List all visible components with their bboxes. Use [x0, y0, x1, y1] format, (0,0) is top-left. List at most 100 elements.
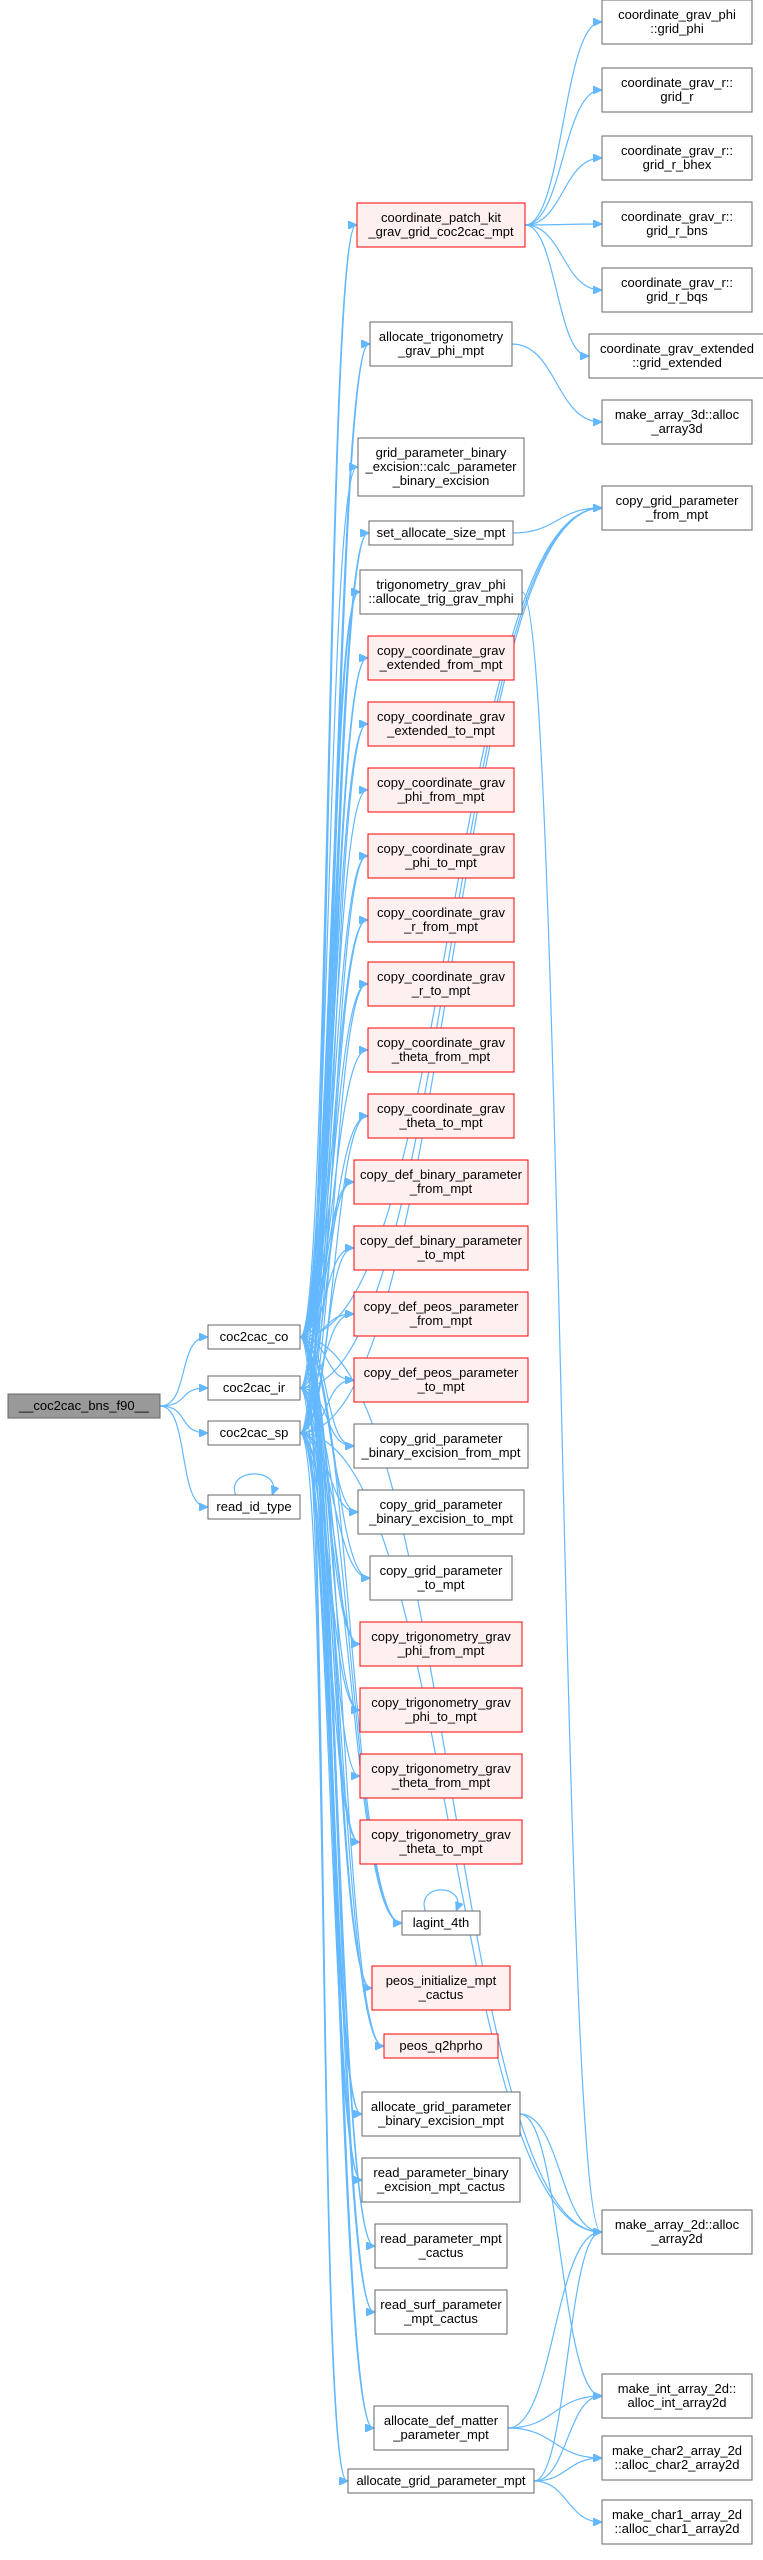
call-edge-agp-mc2a [533, 2458, 601, 2482]
function-node-ccgpf[interactable]: copy_coordinate_grav_phi_from_mpt [367, 767, 515, 813]
function-node-mc1a[interactable]: make_char1_array_2d::alloc_char1_array2d [601, 2499, 753, 2545]
function-node-cdppt[interactable]: copy_def_peos_parameter_to_mpt [353, 1357, 529, 1403]
node-label-line: grid_r [660, 89, 694, 104]
node-label-line: _from_mpt [409, 1181, 473, 1196]
call-edge-coc2cac_ir-rpmc [299, 1387, 374, 2246]
function-node-ccgrf[interactable]: copy_coordinate_grav_r_from_mpt [367, 897, 515, 943]
node-box [368, 520, 514, 546]
call-edge-agp-mc1a [533, 2480, 601, 2522]
node-label-line: coc2cac_co [220, 1329, 289, 1344]
function-node-agp[interactable]: allocate_grid_parameter_mpt [347, 2468, 535, 2494]
function-node-cgrbqs[interactable]: coordinate_grav_r::grid_r_bqs [601, 267, 753, 313]
function-node-ma2d[interactable]: make_array_2d::alloc_array2d [601, 2209, 753, 2255]
node-label-line: copy_coordinate_grav [377, 841, 505, 856]
function-node-tgp[interactable]: trigonometry_grav_phi::allocate_trig_gra… [359, 569, 523, 615]
function-node-cgpf[interactable]: copy_grid_parameter_from_mpt [601, 485, 753, 531]
function-node-cgr[interactable]: coordinate_grav_r::grid_r [601, 67, 753, 113]
function-node-ccgef[interactable]: copy_coordinate_grav_extended_from_mpt [367, 635, 515, 681]
function-node-ccget[interactable]: copy_coordinate_grav_extended_to_mpt [367, 701, 515, 747]
function-node-cdbpf[interactable]: copy_def_binary_parameter_from_mpt [353, 1159, 529, 1205]
node-box [207, 1420, 301, 1446]
call-edge-coc2cac_sp-ctgtt [299, 1432, 359, 1842]
function-node-read_id_type[interactable]: read_id_type [207, 1494, 301, 1520]
node-label-line: _from_mpt [409, 1313, 473, 1328]
node-box [207, 1494, 301, 1520]
node-label-line: _array2d [650, 2231, 702, 2246]
function-node-cgrbhex[interactable]: coordinate_grav_r::grid_r_bhex [601, 135, 753, 181]
function-node-mc2a[interactable]: make_char2_array_2d::alloc_char2_array2d [601, 2435, 753, 2481]
call-edge-cpk-cgrbns [524, 224, 601, 225]
node-label-line: grid_r_bhex [643, 157, 712, 172]
node-box [601, 0, 753, 45]
call-edge-coc2cac_sp-agp [299, 1432, 347, 2481]
function-node-coc2cac_sp[interactable]: coc2cac_sp [207, 1420, 301, 1446]
node-label-line: copy_trigonometry_grav [371, 1761, 511, 1776]
function-node-rspm[interactable]: read_surf_parameter_mpt_cactus [374, 2289, 508, 2335]
node-box [359, 1819, 523, 1865]
function-node-cgrbns[interactable]: coordinate_grav_r::grid_r_bns [601, 201, 753, 247]
node-label-line: ::alloc_char1_array2d [614, 2521, 739, 2536]
node-label-line: make_char2_array_2d [612, 2443, 742, 2458]
node-label-line: _to_mpt [417, 1247, 465, 1262]
function-node-ccgtt[interactable]: copy_coordinate_grav_theta_to_mpt [367, 1093, 515, 1139]
function-node-mia2d[interactable]: make_int_array_2d::alloc_int_array2d [601, 2373, 753, 2419]
node-label-line: read_surf_parameter [380, 2297, 502, 2312]
node-box [601, 2435, 753, 2481]
call-edge-atgp-ma3d [511, 343, 601, 422]
call-edge-coc2cac_sp-lagint [299, 1432, 401, 1923]
call-edge-root-read_id_type [159, 1405, 207, 1507]
function-node-cgphi[interactable]: coordinate_grav_phi::grid_phi [601, 0, 753, 45]
function-node-ccgtf[interactable]: copy_coordinate_grav_theta_from_mpt [367, 1027, 515, 1073]
node-box [601, 135, 753, 181]
function-node-lagint[interactable]: lagint_4th [401, 1910, 481, 1936]
function-node-cgpt[interactable]: copy_grid_parameter_to_mpt [369, 1555, 513, 1601]
function-node-ctgpt[interactable]: copy_trigonometry_grav_phi_to_mpt [359, 1687, 523, 1733]
function-node-pimc[interactable]: peos_initialize_mpt_cactus [371, 1965, 511, 2011]
call-edge-coc2cac_sp-pq2 [299, 1432, 383, 2046]
node-label-line: copy_coordinate_grav [377, 905, 505, 920]
function-node-adm[interactable]: allocate_def_matter_parameter_mpt [373, 2405, 509, 2451]
node-label-line: peos_q2hprho [399, 2038, 482, 2053]
function-node-cdbpt[interactable]: copy_def_binary_parameter_to_mpt [353, 1225, 529, 1271]
node-box [373, 2405, 509, 2451]
function-node-ctgtt[interactable]: copy_trigonometry_grav_theta_to_mpt [359, 1819, 523, 1865]
call-edge-coc2cac_sp-sasm [299, 533, 368, 1434]
call-edge-cpk-cgr [524, 90, 601, 226]
function-node-ctgpf[interactable]: copy_trigonometry_grav_phi_from_mpt [359, 1621, 523, 1667]
node-box [359, 1621, 523, 1667]
function-node-cgpbef[interactable]: copy_grid_parameter_binary_excision_from… [353, 1423, 529, 1469]
function-node-ctgtf[interactable]: copy_trigonometry_grav_theta_from_mpt [359, 1753, 523, 1799]
call-edge-tgp-ma2d [521, 591, 601, 2232]
function-node-cgext[interactable]: coordinate_grav_extended::grid_extended [588, 333, 763, 379]
node-box [367, 961, 515, 1007]
function-node-ccgrt[interactable]: copy_coordinate_grav_r_to_mpt [367, 961, 515, 1007]
function-node-cgpbet[interactable]: copy_grid_parameter_binary_excision_to_m… [357, 1489, 525, 1535]
function-node-ccgpt[interactable]: copy_coordinate_grav_phi_to_mpt [367, 833, 515, 879]
node-box [361, 2091, 521, 2137]
node-box [601, 399, 753, 445]
node-label-line: _mpt_cactus [403, 2311, 478, 2326]
function-node-pq2[interactable]: peos_q2hprho [383, 2033, 499, 2059]
function-node-rpbe[interactable]: read_parameter_binary_excision_mpt_cactu… [361, 2157, 521, 2203]
function-node-agpbe[interactable]: allocate_grid_parameter_binary_excision_… [361, 2091, 521, 2137]
function-node-atgp[interactable]: allocate_trigonometry_grav_phi_mpt [369, 321, 513, 367]
node-box [207, 1375, 301, 1401]
call-edge-coc2cac_ir-cdppf [299, 1314, 353, 1389]
function-node-coc2cac_ir[interactable]: coc2cac_ir [207, 1375, 301, 1401]
node-box [347, 2468, 535, 2494]
call-edge-coc2cac_ir-lagint [299, 1387, 401, 1923]
function-node-coc2cac_co[interactable]: coc2cac_co [207, 1324, 301, 1350]
function-node-root[interactable]: __coc2cac_bns_f90__ [7, 1393, 161, 1419]
node-label-line: grid_r_bns [646, 223, 708, 238]
node-box [588, 333, 763, 379]
call-edge-coc2cac_ir-pimc [299, 1387, 371, 1988]
function-node-cpk[interactable]: coordinate_patch_kit_grav_grid_coc2cac_m… [356, 202, 526, 248]
call-edge-coc2cac_sp-rpbe [299, 1432, 361, 2180]
function-node-gpbe[interactable]: grid_parameter_binary_excision::calc_par… [357, 437, 525, 497]
function-node-cdppf[interactable]: copy_def_peos_parameter_from_mpt [353, 1291, 529, 1337]
function-node-sasm[interactable]: set_allocate_size_mpt [368, 520, 514, 546]
function-node-ma3d[interactable]: make_array_3d::alloc_array3d [601, 399, 753, 445]
call-edge-adm-mc2a [507, 2427, 601, 2458]
function-node-rpmc[interactable]: read_parameter_mpt_cactus [374, 2223, 508, 2269]
node-label-line: _theta_to_mpt [398, 1115, 483, 1130]
